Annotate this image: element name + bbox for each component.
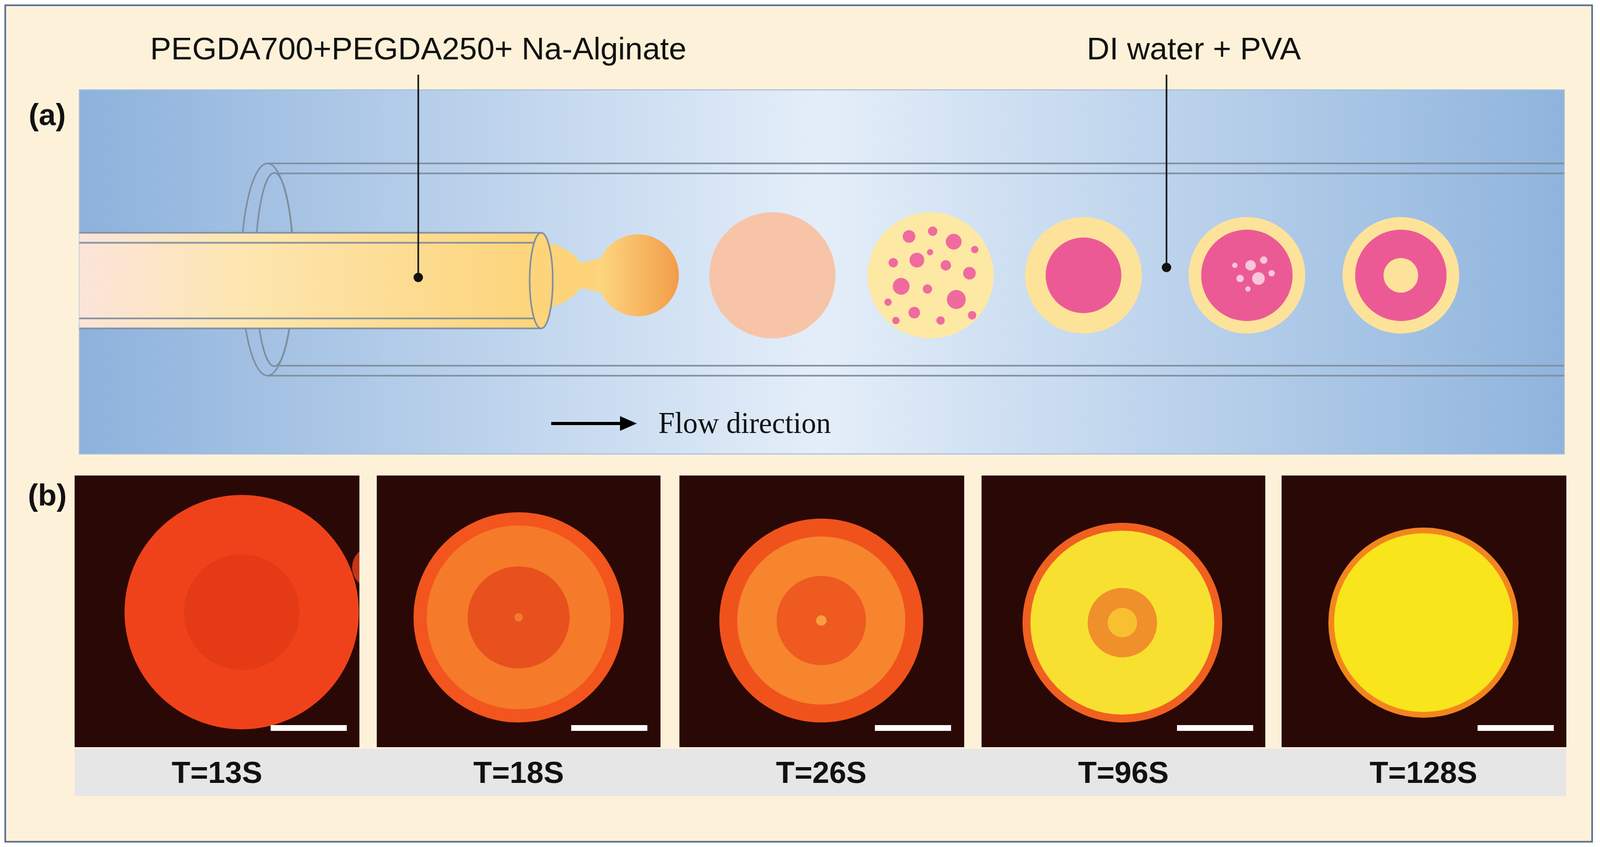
- leader-lines: [418, 74, 1167, 278]
- micrograph: [376, 475, 661, 748]
- leader-dot: [413, 272, 423, 283]
- scale-bars: [270, 725, 1554, 731]
- panel-label: (a): [28, 97, 67, 132]
- channel-panel: [79, 89, 1565, 454]
- component-label: DI water + PVA: [1086, 31, 1301, 67]
- leader-dot: [1161, 262, 1172, 273]
- core-shell-droplet: [1025, 217, 1142, 334]
- time-label-band: T=13S T=18S T=26S T=96S T=128S: [74, 748, 1567, 797]
- outer-frame: [5, 5, 1593, 842]
- phase-separating-droplet: [867, 212, 994, 339]
- flow-arrow: [551, 421, 623, 426]
- capillary-walls: [79, 232, 542, 329]
- time-label: T=26S: [776, 755, 867, 790]
- time-label: T=13S: [171, 755, 263, 790]
- time-label: T=128S: [1369, 755, 1478, 790]
- inner-capillary: [79, 232, 542, 329]
- micrograph: [1281, 475, 1567, 748]
- core-shell-droplet-inner-separation: [1188, 217, 1306, 334]
- flow-arrowhead: [620, 416, 637, 431]
- capillary-tip: [529, 232, 553, 329]
- time-label: T=96S: [1078, 755, 1170, 790]
- hollow-core-droplet: [1342, 217, 1460, 334]
- micrograph: [679, 475, 965, 748]
- micrograph: [74, 475, 395, 748]
- droplet: [709, 212, 836, 339]
- forming-droplet: [596, 234, 679, 317]
- micrograph: [981, 475, 1266, 748]
- flow-label: Flow direction: [658, 407, 831, 440]
- time-label: T=18S: [473, 755, 565, 790]
- component-label: PEGDA700+PEGDA250+ Na-Alginate: [150, 31, 687, 67]
- panel-label: (b): [27, 478, 67, 512]
